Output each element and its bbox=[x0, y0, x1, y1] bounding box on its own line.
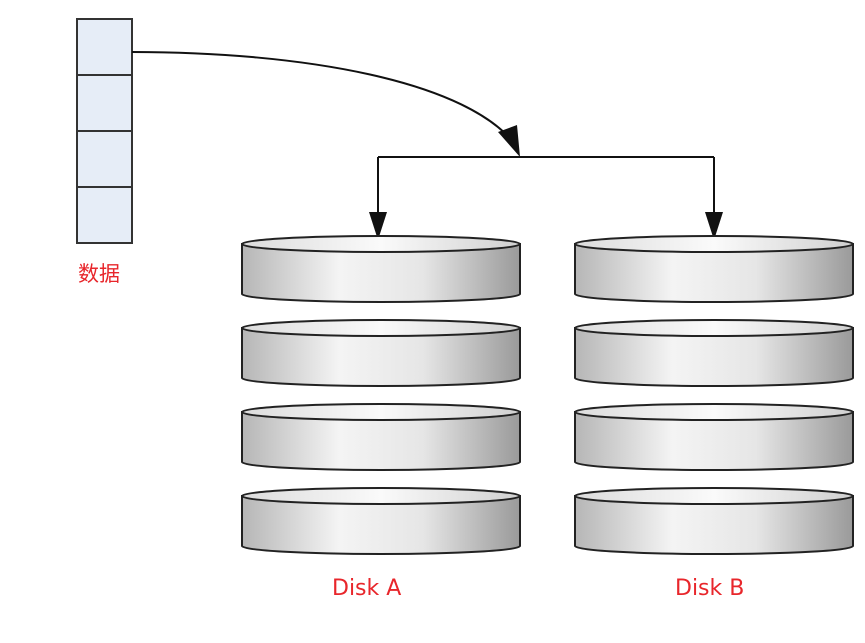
disk-platter bbox=[241, 487, 521, 555]
data-cell bbox=[76, 18, 133, 76]
disk-platter bbox=[241, 235, 521, 303]
disk-b-stack bbox=[574, 235, 854, 555]
data-cell bbox=[76, 74, 133, 132]
disk-platter bbox=[574, 403, 854, 471]
disk-b-label: Disk B bbox=[675, 576, 745, 601]
curve-arrowhead bbox=[498, 125, 520, 157]
disk-b-arrowhead bbox=[705, 212, 723, 240]
data-cell bbox=[76, 130, 133, 188]
data-cell bbox=[76, 186, 133, 244]
disk-a-label: Disk A bbox=[332, 576, 402, 601]
data-flow-curve bbox=[131, 51, 519, 149]
disk-a-stack bbox=[241, 235, 521, 555]
disk-a-arrowhead bbox=[369, 212, 387, 240]
disk-platter bbox=[241, 403, 521, 471]
disk-platter bbox=[574, 235, 854, 303]
disk-platter bbox=[574, 487, 854, 555]
data-label: 数据 bbox=[78, 262, 120, 286]
data-block bbox=[76, 18, 133, 244]
disk-platter bbox=[241, 319, 521, 387]
disk-platter bbox=[574, 319, 854, 387]
